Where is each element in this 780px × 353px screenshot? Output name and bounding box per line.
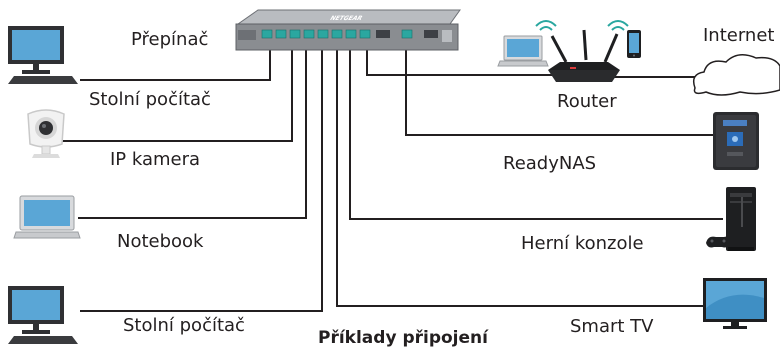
device-label-ip-camera: IP kamera: [110, 149, 201, 170]
nas-icon: [713, 112, 759, 170]
desktop-computer-icon: [8, 26, 78, 84]
switch-label: Přepínač: [131, 29, 209, 50]
wifi-signal-icon: [535, 20, 629, 31]
wire-desktop-1: [80, 44, 271, 81]
device-label-readynas: ReadyNAS: [503, 153, 597, 174]
desktop-computer-icon: [8, 286, 78, 344]
tv-icon: [703, 278, 767, 329]
smartphone-icon: [627, 30, 641, 58]
switch-brand: NETGEAR: [328, 14, 364, 21]
wire-readynas: [405, 44, 713, 136]
game-console-icon: [706, 187, 756, 251]
internet-label: Internet: [703, 25, 775, 46]
wire-router: [366, 44, 585, 76]
router-icon: [548, 29, 620, 82]
network-switch-icon: [235, 9, 461, 51]
wire-notebook: [78, 44, 307, 219]
ip-camera-icon: [27, 109, 65, 158]
device-label-desktop-2: Stolní počítač: [123, 315, 245, 336]
wire-game-console: [349, 44, 723, 220]
connection-lines: [60, 44, 723, 312]
wire-ip-camera: [60, 44, 293, 142]
device-label-router: Router: [557, 91, 617, 112]
cloud-icon: [692, 54, 780, 96]
wire-desktop-2: [80, 44, 323, 312]
device-label-game-console: Herní konzole: [521, 233, 644, 254]
device-label-notebook: Notebook: [117, 231, 204, 252]
device-label-desktop-1: Stolní počítač: [89, 89, 211, 110]
diagram-caption: Příklady připojení: [318, 328, 488, 348]
laptop-icon: [497, 35, 549, 67]
device-label-smart-tv: Smart TV: [570, 316, 654, 337]
laptop-icon: [13, 195, 81, 239]
wire-smart-tv: [336, 44, 703, 307]
